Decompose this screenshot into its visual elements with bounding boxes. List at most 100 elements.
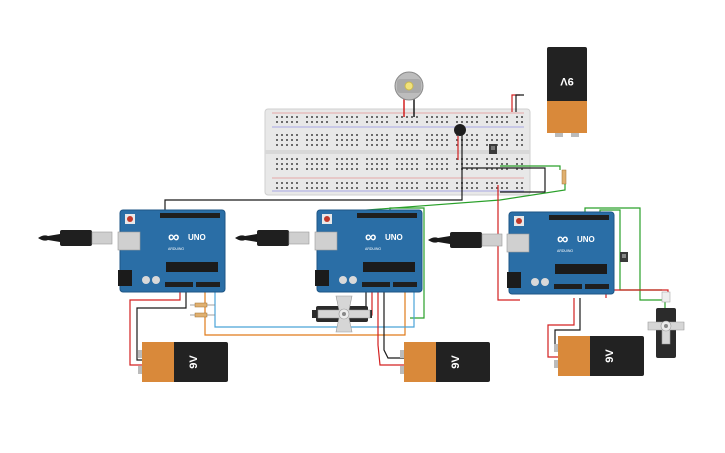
breadboard-hole — [501, 182, 503, 184]
buzzer-icon[interactable] — [454, 124, 466, 160]
breadboard-hole — [371, 182, 373, 184]
breadboard-hole — [386, 168, 388, 170]
breadboard-hole — [286, 158, 288, 160]
breadboard-hole — [311, 139, 313, 141]
breadboard-hole — [411, 158, 413, 160]
breadboard-hole — [286, 116, 288, 118]
breadboard-hole — [376, 116, 378, 118]
power-header — [554, 284, 582, 289]
breadboard-hole — [516, 121, 518, 123]
breadboard-hole — [476, 158, 478, 160]
breadboard-hole — [341, 187, 343, 189]
battery-terminal — [554, 344, 558, 352]
battery-cap — [142, 342, 174, 382]
breadboard-hole — [291, 163, 293, 165]
breadboard-hole — [516, 168, 518, 170]
breadboard-hole — [496, 116, 498, 118]
breadboard-hole — [426, 139, 428, 141]
breadboard-hole — [486, 116, 488, 118]
breadboard-hole — [491, 134, 493, 136]
breadboard-hole — [291, 116, 293, 118]
battery-9v-icon[interactable]: 9V — [400, 342, 490, 382]
breadboard-hole — [496, 187, 498, 189]
breadboard-hole — [516, 144, 518, 146]
breadboard-hole — [291, 168, 293, 170]
breadboard-hole — [346, 121, 348, 123]
breadboard-hole — [486, 182, 488, 184]
breadboard-hole — [371, 116, 373, 118]
breadboard-hole — [351, 134, 353, 136]
breadboard-hole — [281, 158, 283, 160]
breadboard-hole — [306, 121, 308, 123]
breadboard-hole — [436, 182, 438, 184]
breadboard-hole — [351, 182, 353, 184]
servo-icon[interactable] — [647, 291, 685, 358]
breadboard-hole — [316, 163, 318, 165]
dc-motor-icon[interactable] — [394, 71, 424, 117]
pushbutton-icon[interactable] — [620, 252, 628, 262]
breadboard-hole — [386, 144, 388, 146]
breadboard-hole — [506, 158, 508, 160]
breadboard-hole — [296, 163, 298, 165]
breadboard-hole — [436, 163, 438, 165]
battery-9v-icon[interactable]: 9V — [554, 336, 644, 376]
breadboard-hole — [446, 182, 448, 184]
breadboard-hole — [376, 144, 378, 146]
breadboard-hole — [521, 187, 523, 189]
breadboard-hole — [336, 134, 338, 136]
breadboard-hole — [406, 168, 408, 170]
usb-cable — [428, 236, 450, 244]
breadboard-hole — [516, 158, 518, 160]
breadboard-hole — [466, 163, 468, 165]
breadboard-hole — [276, 139, 278, 141]
breadboard-hole — [496, 139, 498, 141]
breadboard-hole — [441, 121, 443, 123]
breadboard-hole — [296, 168, 298, 170]
breadboard-hole — [476, 168, 478, 170]
breadboard-hole — [406, 158, 408, 160]
breadboard-hole — [286, 168, 288, 170]
capacitor — [142, 276, 150, 284]
battery-cap — [404, 342, 436, 382]
breadboard-hole — [431, 168, 433, 170]
breadboard-hole — [296, 182, 298, 184]
board-brand-label: ARDUINO — [365, 247, 381, 251]
battery-9v-icon[interactable]: 9V — [547, 47, 587, 137]
usb-plug-icon[interactable] — [235, 230, 310, 246]
pushbutton-icon[interactable] — [489, 144, 497, 154]
power-jack — [315, 270, 329, 286]
breadboard-hole — [471, 134, 473, 136]
breadboard-hole — [446, 134, 448, 136]
breadboard-hole — [326, 139, 328, 141]
breadboard-hole — [306, 158, 308, 160]
breadboard-hole — [411, 144, 413, 146]
breadboard-hole — [431, 134, 433, 136]
breadboard-hole — [306, 134, 308, 136]
breadboard-hole — [351, 116, 353, 118]
usb-plug-icon[interactable] — [428, 232, 503, 248]
breadboard-hole — [316, 144, 318, 146]
breadboard-hole — [486, 134, 488, 136]
breadboard-hole — [491, 168, 493, 170]
breadboard-hole — [416, 182, 418, 184]
breadboard-hole — [496, 168, 498, 170]
breadboard-hole — [401, 139, 403, 141]
breadboard-hole — [466, 116, 468, 118]
board-brand-label: ARDUINO — [557, 249, 573, 253]
usb-plug-icon[interactable] — [38, 230, 113, 246]
breadboard-hole — [381, 121, 383, 123]
breadboard-hole — [326, 168, 328, 170]
breadboard-hole — [521, 168, 523, 170]
battery-9v-icon[interactable]: 9V — [138, 342, 228, 382]
breadboard-hole — [281, 144, 283, 146]
breadboard-hole — [501, 139, 503, 141]
breadboard-hole — [321, 182, 323, 184]
reset-button-cap — [324, 216, 330, 222]
breadboard-hole — [406, 187, 408, 189]
servo-icon[interactable] — [312, 295, 372, 333]
breadboard-hole — [506, 121, 508, 123]
